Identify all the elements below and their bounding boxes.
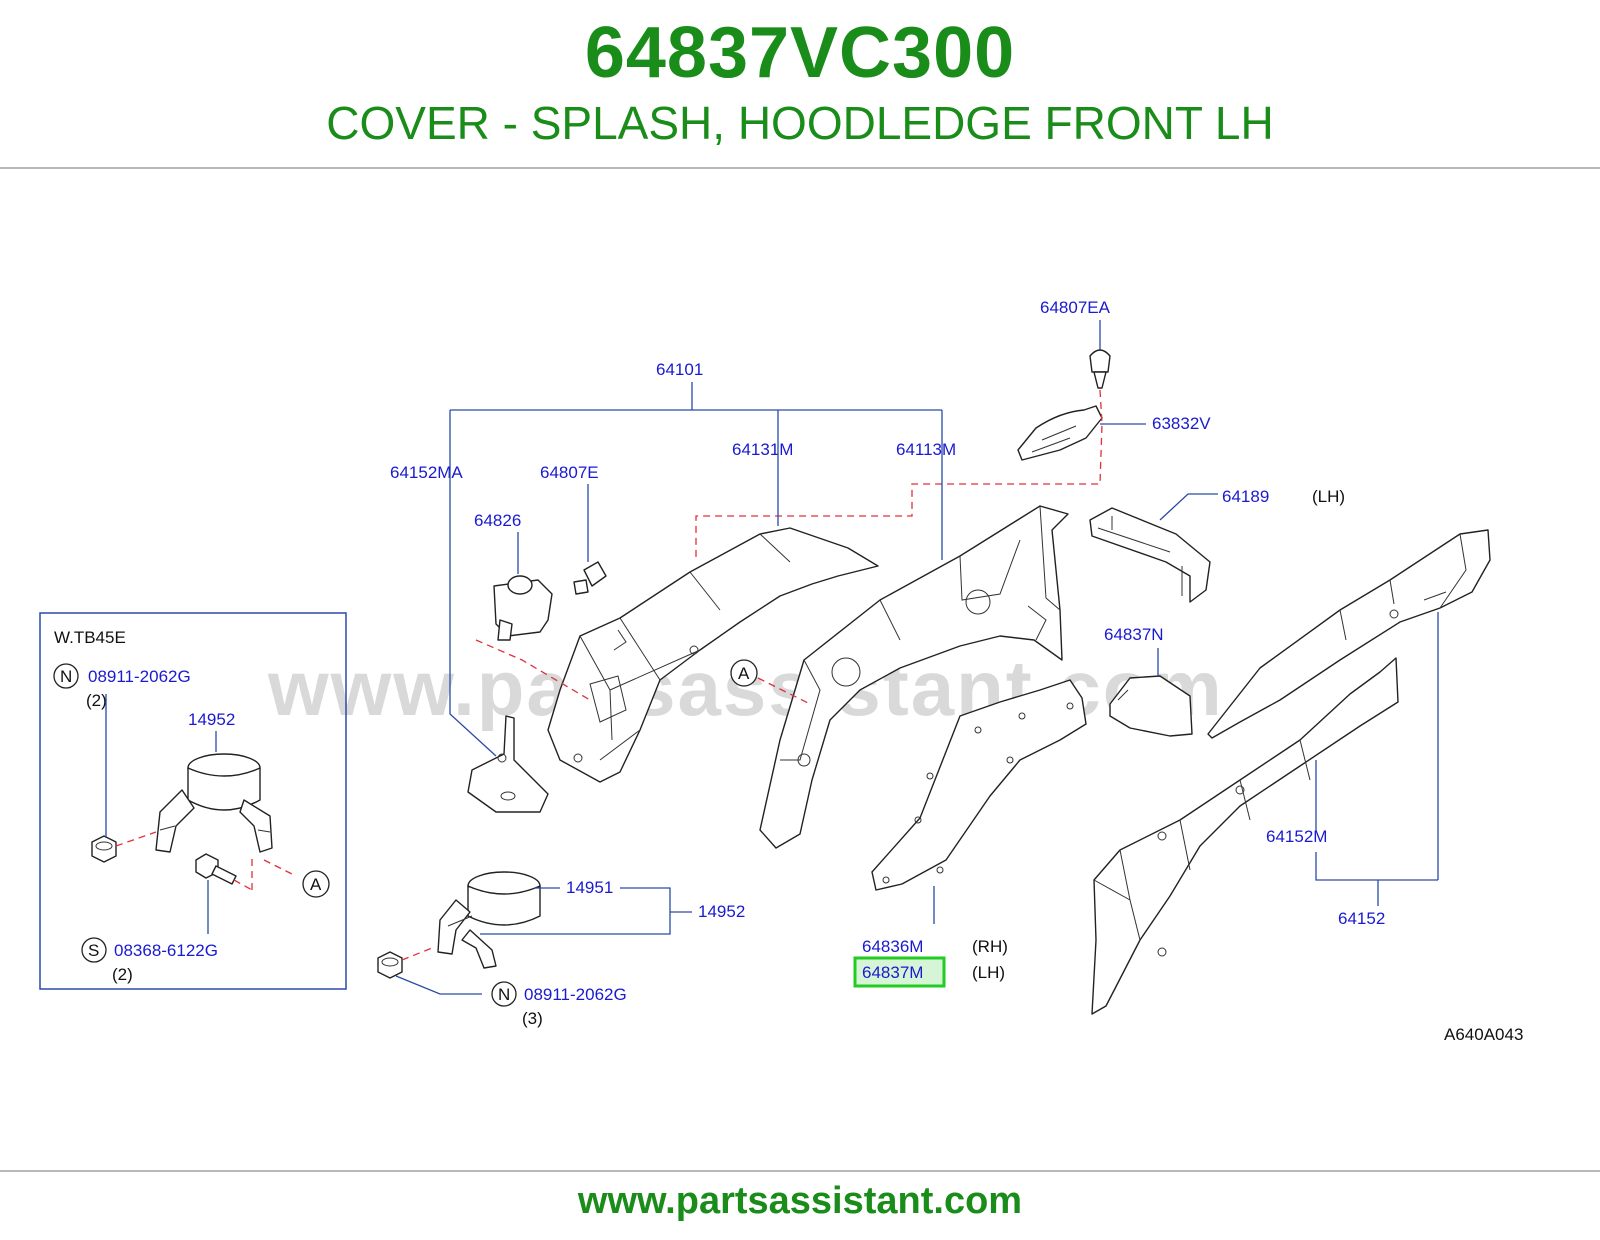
label-64837m-highlighted[interactable]: 64837M: [862, 963, 923, 982]
leader-line: [395, 975, 482, 995]
diagram-code: A640A043: [1444, 1025, 1523, 1044]
inset-w-tb45e: W.TB45E N 08911-2062G (2) 14952 A: [39, 612, 347, 990]
dashed-guide: [757, 677, 811, 705]
splash-cover-64837m-part: [871, 679, 1087, 891]
label-64807e[interactable]: 64807E: [540, 463, 599, 482]
label-64189[interactable]: 64189: [1222, 487, 1269, 506]
label-64836m-side: (RH): [972, 937, 1008, 956]
page-header: 64837VC300 COVER - SPLASH, HOODLEDGE FRO…: [0, 0, 1600, 170]
label-64189-side: (LH): [1312, 487, 1345, 506]
fastener-n-symbol: N: [498, 985, 510, 1004]
label-64152[interactable]: 64152: [1338, 909, 1385, 928]
hoodledge-64131m-part: [547, 527, 879, 783]
clamp-14951-part: [437, 871, 541, 969]
dashed-guide: [233, 856, 293, 891]
leader-line: [1159, 493, 1218, 521]
inset-bracket-label[interactable]: 14952: [188, 710, 235, 729]
frame-64113m-part: [759, 505, 1069, 849]
reservoir-64826-part: [493, 575, 553, 641]
n-symbol-icon: [53, 663, 79, 689]
leader-bracket-64152: [1315, 852, 1438, 906]
footer-divider: [0, 1170, 1600, 1172]
footer-url[interactable]: www.partsassistant.com: [577, 1180, 1023, 1222]
s-symbol-icon: [81, 937, 107, 963]
nut-part: [377, 951, 403, 979]
label-64807ea[interactable]: 64807EA: [1040, 298, 1111, 317]
dashed-guide: [115, 831, 157, 847]
label-63832v[interactable]: 63832V: [1152, 414, 1211, 433]
inset-fastener-n-qty: (2): [86, 691, 107, 710]
inset-fastener-n-part[interactable]: 08911-2062G: [88, 667, 191, 686]
label-64152ma[interactable]: 64152MA: [390, 463, 463, 482]
dashed-guide: [475, 639, 591, 701]
clip-64807e-part: [573, 561, 607, 595]
label-64826[interactable]: 64826: [474, 511, 521, 530]
bracket-64152ma-part: [467, 715, 549, 813]
bolt-part: [195, 853, 237, 885]
label-64101[interactable]: 64101: [656, 360, 703, 379]
label-64152m[interactable]: 64152M: [1266, 827, 1327, 846]
cover-64837n-part: [1109, 675, 1193, 737]
label-64837n[interactable]: 64837N: [1104, 625, 1164, 644]
part-number-title: 64837VC300: [584, 13, 1016, 93]
dashed-guide: [695, 389, 1103, 560]
inset-fastener-s-qty: (2): [112, 965, 133, 984]
label-64836m[interactable]: 64836M: [862, 937, 923, 956]
rail-upper-64152-part: [1207, 529, 1491, 739]
inset-title: W.TB45E: [54, 628, 126, 647]
inset-fastener-s-symbol: S: [88, 941, 99, 960]
callout-a-icon: [730, 659, 758, 687]
callout-a-icon: [302, 870, 330, 898]
nut-part: [91, 835, 117, 863]
bracket-64189-part: [1089, 507, 1211, 603]
inset-frame: [39, 612, 347, 990]
n-symbol-icon: [491, 981, 517, 1007]
highlight-box: [853, 956, 946, 988]
fastener-n-qty: (3): [522, 1009, 543, 1028]
part-description: COVER - SPLASH, HOODLEDGE FRONT LH: [326, 97, 1274, 149]
leader-line: [449, 470, 497, 757]
leader-bracket-14952: [480, 887, 692, 935]
inset-fastener-s-part[interactable]: 08368-6122G: [114, 941, 218, 960]
clip-64807ea-part: [1089, 349, 1111, 389]
header-divider: [0, 167, 1600, 169]
label-14951[interactable]: 14951: [566, 878, 613, 897]
clamp-bracket-part: [155, 753, 273, 853]
inset-callout-a: A: [310, 875, 322, 894]
label-64131m[interactable]: 64131M: [732, 440, 793, 459]
leader-bracket-64101: [449, 382, 943, 470]
label-64113m[interactable]: 64113M: [896, 440, 956, 459]
inset-fastener-n-symbol: N: [60, 667, 72, 686]
plate-63832v-part: [1017, 405, 1103, 461]
label-14952[interactable]: 14952: [698, 902, 745, 921]
label-08911-2062g[interactable]: 08911-2062G: [524, 985, 627, 1004]
rail-lower-64152m-part: [1091, 657, 1399, 1015]
label-64837m-side: (LH): [972, 963, 1005, 982]
leader-line: [1315, 612, 1439, 880]
dashed-guide: [401, 947, 433, 961]
callout-a-label: A: [738, 664, 750, 683]
